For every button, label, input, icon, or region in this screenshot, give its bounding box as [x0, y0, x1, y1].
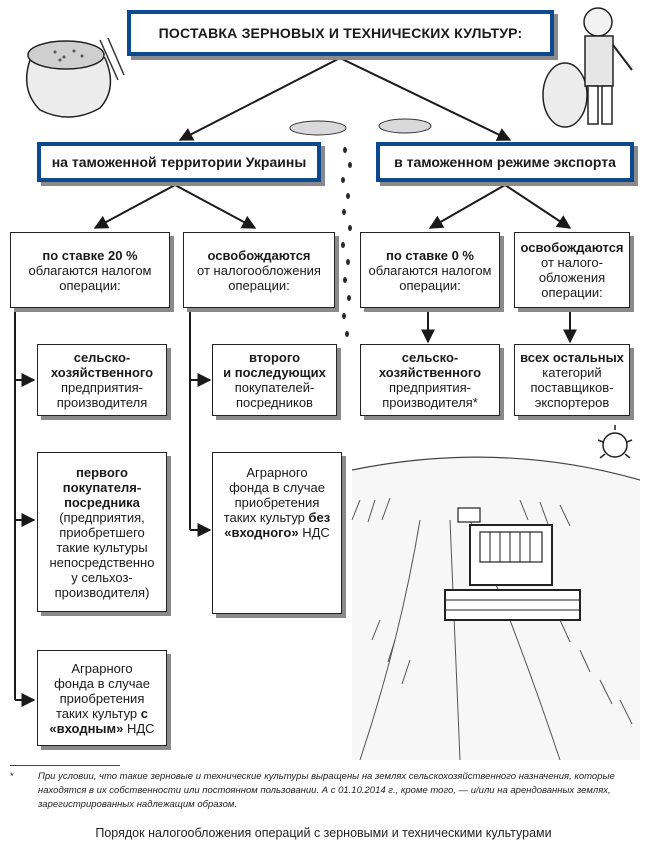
exempt-domestic-line-2: от налогообложения: [197, 262, 321, 278]
exempt-domestic-line-3: операции:: [228, 277, 290, 293]
leaf-agrarian-fund-with-vat-line-5: «входным» НДС: [49, 720, 155, 736]
rate-0-box: по ставке 0 % облагаются налогом операци…: [360, 232, 500, 308]
arrow-right-r1: [428, 184, 506, 229]
exempt-domestic-line-1: освобождаются: [207, 247, 311, 263]
leaf-other-exporters-line-1: всех остальных: [520, 350, 624, 365]
sun-icon: [597, 425, 633, 459]
branch-customs-territory: на таможенной территории Украины: [37, 142, 321, 182]
exempt-export-line-1: освобождаются: [520, 240, 624, 255]
leaf-agri-producer-export-line-1: сельско-: [401, 350, 459, 365]
arrow-left-l2: [174, 184, 257, 229]
arrow-left-l1: [93, 184, 176, 229]
arrow-title-right: [339, 57, 512, 141]
leaf-agrarian-fund-without-vat-line-1: Аграрного: [246, 465, 308, 480]
leaf-agrarian-fund-with-vat-line-3: приобретения: [59, 690, 145, 706]
leaf-first-buyer-line-8: у сельхоз-: [71, 569, 133, 585]
exempt-export-box: освобождаются от налого- обложения опера…: [514, 232, 630, 308]
leaf-agrarian-fund-without-vat-line-2: фонда в случае: [229, 480, 325, 495]
leaf-agri-producer-line-3: предприятия-: [61, 380, 143, 395]
leaf-agrarian-fund-with-vat-line-1: Аграрного: [71, 660, 133, 676]
leaf-other-exporters: всех остальных категорий поставщиков- эк…: [514, 344, 630, 416]
exempt-domestic-box: освобождаются от налогообложения операци…: [183, 232, 335, 308]
branch-export-regime: в таможенном режиме экспорта: [376, 142, 634, 182]
leaf-agri-producer: сельско- хозяйственного предприятия- про…: [37, 344, 167, 416]
leaf-agri-producer-line-1: сельско-: [73, 350, 131, 365]
leaf-first-buyer-line-9: производителя): [54, 584, 150, 600]
combine-harvester-icon: [351, 456, 641, 761]
leaf-agrarian-fund-with-vat-line-4: таких культур с: [55, 705, 149, 721]
rate-20-line-2: облагаются налогом: [28, 262, 152, 278]
leaf-second-buyers-line-1: второго: [248, 350, 301, 365]
leaf-agrarian-fund-with-vat-line-2: фонда в случае: [54, 675, 150, 691]
leaf-second-buyers-line-3: покупателей-: [234, 380, 315, 395]
leaf-first-buyer-line-6: такие культуры: [56, 539, 148, 555]
leaf-second-buyers-line-4: посредников: [236, 395, 313, 410]
farmer-with-sack-icon: [542, 7, 633, 128]
rate-20-box: по ставке 20 % облагаются налогом операц…: [10, 232, 170, 308]
leaf-agri-producer-export-line-3: предприятия-: [389, 380, 471, 395]
footnote-text: При условии, что такие зерновые и технич…: [38, 771, 615, 810]
leaf-second-buyers-line-2: и последующих: [223, 365, 326, 380]
rate-20-line-1: по ставке 20 %: [42, 247, 138, 263]
leaf-agri-producer-line-4: производителя: [56, 395, 148, 410]
leaf-first-buyer-line-3: посредника: [64, 494, 140, 510]
leaf-other-exporters-line-3: поставщиков-: [530, 380, 614, 395]
leaf-agrarian-fund-without-vat: Аграрного фонда в случае приобретения та…: [212, 452, 342, 614]
leaf-first-buyer-line-7: непосредственно: [49, 554, 155, 570]
exempt-export-line-4: операции:: [541, 285, 603, 300]
leaf-agrarian-fund-with-vat: Аграрного фонда в случае приобретения та…: [37, 650, 167, 746]
leaf-agri-producer-export-line-2: хозяйственного: [378, 365, 482, 380]
rate-20-line-3: операции:: [59, 277, 121, 293]
rate-0-line-3: операции:: [399, 277, 461, 293]
leaf-agrarian-fund-without-vat-line-3: приобретения: [234, 495, 320, 510]
diagram-title-text: ПОСТАВКА ЗЕРНОВЫХ И ТЕХНИЧЕСКИХ КУЛЬТУР:: [158, 24, 523, 41]
leaf-other-exporters-line-2: категорий: [542, 365, 602, 380]
grain-sack-icon: [25, 37, 125, 118]
leaf-first-buyer-line-1: первого: [76, 464, 128, 480]
leaf-first-buyer-line-2: покупателя-: [62, 479, 142, 495]
leaf-second-buyers: второго и последующих покупателей- посре…: [212, 344, 337, 416]
branch-export-regime-text: в таможенном режиме экспорта: [394, 153, 616, 170]
leaf-agrarian-fund-without-vat-line-4: таких культур без: [223, 510, 331, 525]
leaf-other-exporters-line-4: экспортеров: [534, 395, 610, 410]
leaf-first-buyer: первого покупателя- посредника (предприя…: [37, 452, 167, 612]
leaf-agrarian-fund-without-vat-line-5: «входного» НДС: [224, 525, 330, 540]
footnote-separator: [10, 765, 120, 766]
leaf-agri-producer-export-line-4: производителя*: [382, 395, 478, 410]
footnote-star: *: [10, 771, 14, 782]
leaf-agri-producer-export: сельско- хозяйственного предприятия- про…: [360, 344, 500, 416]
branch-customs-territory-text: на таможенной территории Украины: [51, 153, 307, 170]
arrow-right-r2: [504, 184, 572, 229]
exempt-export-line-3: обложения: [538, 270, 606, 285]
rate-0-line-2: облагаются налогом: [368, 262, 492, 278]
leaf-first-buyer-line-5: приобретшего: [59, 524, 145, 540]
leaf-first-buyer-line-4: (предприятия,: [59, 509, 145, 525]
falling-grain-stream: [341, 147, 352, 337]
footnote: * При условии, что такие зерновые и техн…: [10, 770, 636, 812]
diagram-title: ПОСТАВКА ЗЕРНОВЫХ И ТЕХНИЧЕСКИХ КУЛЬТУР:: [127, 10, 554, 56]
leaf-agri-producer-line-2: хозяйственного: [50, 365, 154, 380]
rate-0-line-1: по ставке 0 %: [386, 247, 474, 263]
arrow-title-left: [178, 57, 341, 141]
exempt-export-line-2: от налого-: [541, 255, 603, 270]
figure-caption: Порядок налогообложения операций с зерно…: [95, 826, 552, 840]
